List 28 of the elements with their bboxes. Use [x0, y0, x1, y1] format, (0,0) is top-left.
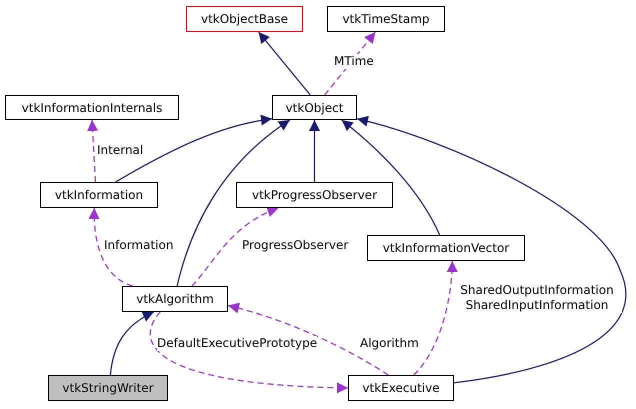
- class-box: vtkProgressObserver: [236, 182, 393, 208]
- class-box: vtkInformation: [40, 182, 158, 208]
- arrow: [115, 114, 272, 183]
- class-box: vtkAlgorithm: [122, 286, 228, 312]
- arrow: [192, 207, 279, 286]
- edge-label: Algorithm: [360, 336, 419, 351]
- arrow: [356, 116, 626, 384]
- arrow: [324, 32, 376, 96]
- class-box: vtkInformationInternals: [5, 95, 179, 120]
- class-box: vtkObjectBase: [186, 6, 303, 32]
- arrow: [228, 302, 389, 376]
- class-box: vtkStringWriter: [48, 375, 168, 401]
- arrow: [413, 260, 458, 376]
- edge-label: DefaultExecutivePrototype: [157, 336, 318, 351]
- arrow: [110, 311, 154, 376]
- arrow: [176, 120, 290, 286]
- class-box: vtkTimeStamp: [327, 6, 445, 32]
- arrow: [258, 32, 311, 96]
- arrow: [150, 312, 348, 394]
- arrow: [341, 120, 440, 236]
- arrow: [309, 120, 320, 182]
- edge-label: ProgressObserver: [242, 238, 348, 253]
- edge-label: MTime: [334, 54, 374, 69]
- arrow: [87, 120, 98, 182]
- class-box: vtkObject: [272, 95, 357, 120]
- class-box: vtkExecutive: [348, 375, 454, 401]
- class-box: vtkInformationVector: [367, 235, 525, 261]
- arrow: [88, 208, 133, 287]
